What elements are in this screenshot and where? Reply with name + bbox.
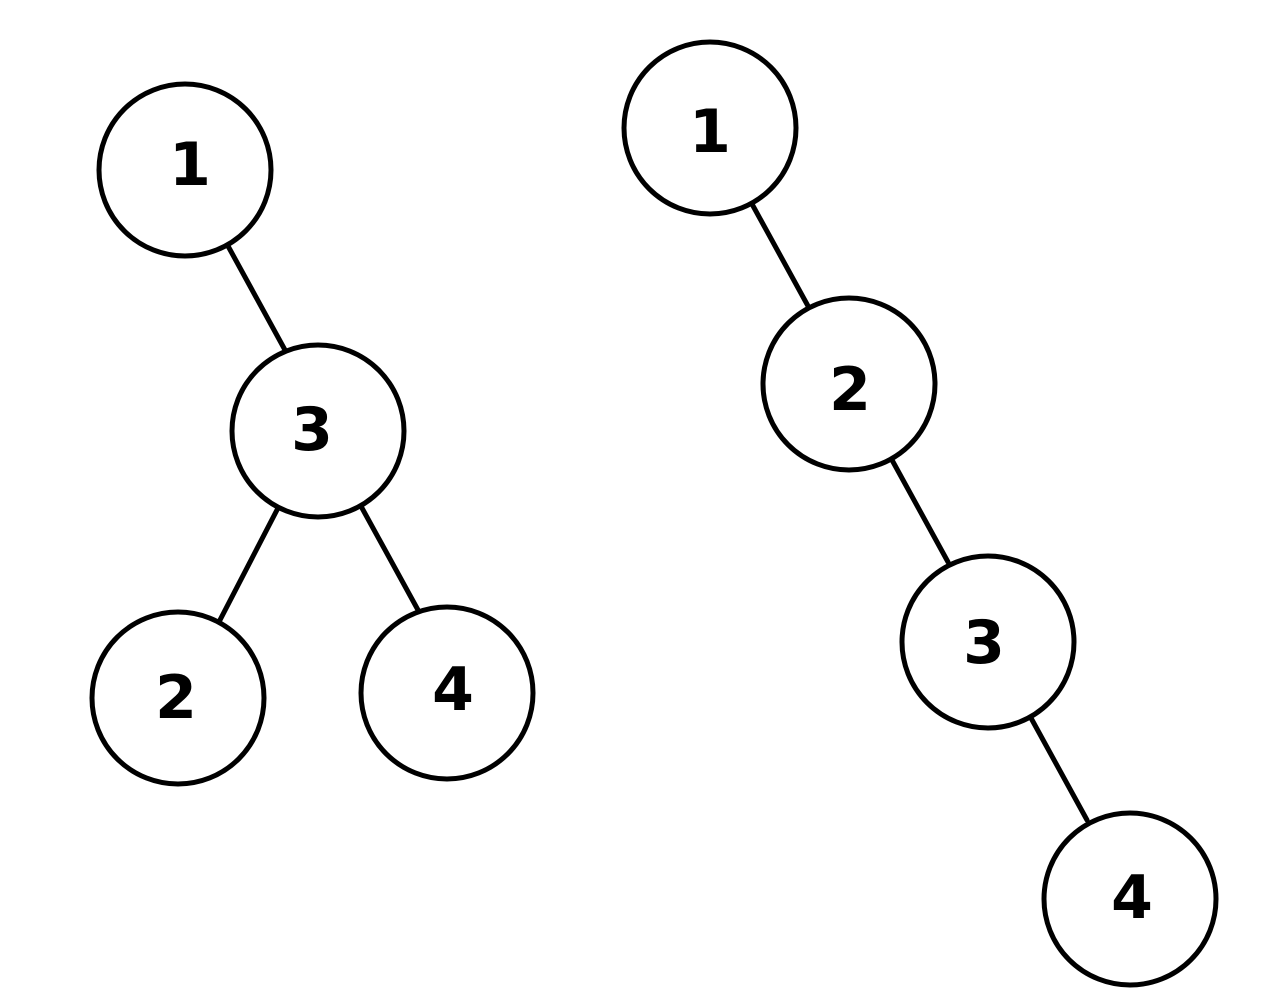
node-circle (96, 81, 274, 259)
node-label: 4 (432, 655, 474, 725)
node-label: 3 (963, 608, 1005, 678)
node-circle (760, 295, 938, 473)
node-circle (89, 609, 267, 787)
edge-L3-L4 (359, 505, 421, 613)
node-circle (1041, 810, 1219, 988)
left-tree: 1 3 2 4 (89, 81, 536, 787)
node-label: 1 (169, 130, 211, 200)
tree-node-L3: 3 (229, 342, 407, 520)
tree-node-L2: 2 (89, 609, 267, 787)
tree-node-R4: 4 (1041, 810, 1219, 988)
edge-R1-R2 (749, 201, 811, 309)
node-circle (899, 553, 1077, 731)
node-label: 4 (1111, 863, 1153, 933)
edge-L3-L2 (217, 505, 281, 623)
node-label: 2 (829, 355, 871, 425)
node-circle (358, 604, 536, 782)
node-label: 2 (155, 663, 197, 733)
node-circle (229, 342, 407, 520)
edge-L1-L3 (225, 243, 288, 353)
node-circle (621, 39, 799, 217)
tree-node-L1: 1 (96, 81, 274, 259)
node-label: 1 (689, 97, 731, 167)
tree-node-R2: 2 (760, 295, 938, 473)
tree-node-R3: 3 (899, 553, 1077, 731)
node-label: 3 (291, 395, 333, 465)
edge-R3-R4 (1028, 715, 1090, 823)
edge-R2-R3 (889, 457, 951, 565)
tree-node-R1: 1 (621, 39, 799, 217)
tree-node-L4: 4 (358, 604, 536, 782)
right-tree: 1 2 3 4 (621, 39, 1219, 988)
